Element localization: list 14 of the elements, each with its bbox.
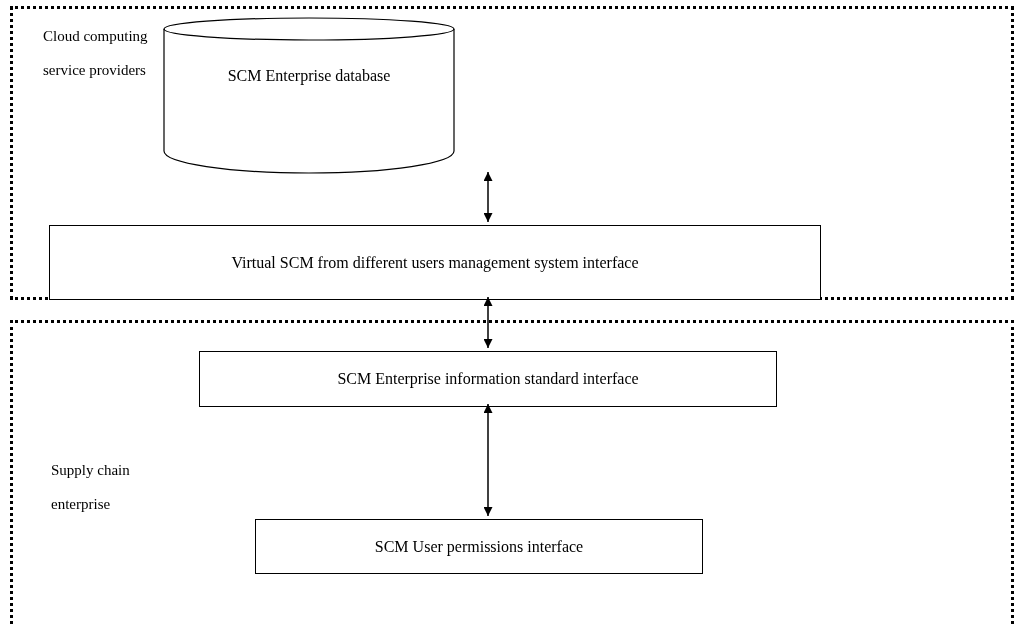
dotted-region xyxy=(10,6,1014,300)
box-label: SCM User permissions interface xyxy=(374,536,584,558)
dotted-region xyxy=(10,320,1014,626)
double-arrow xyxy=(483,171,493,223)
box-label: SCM Enterprise information standard interface xyxy=(337,369,639,390)
process-box xyxy=(49,225,821,300)
region-label: Supply chain enterprise xyxy=(51,461,131,514)
database-label: SCM Enterprise database xyxy=(227,66,391,87)
process-box xyxy=(199,351,777,407)
region-label: Cloud computing service providers xyxy=(43,27,149,80)
process-box xyxy=(255,519,703,574)
box-label: Virtual SCM from different users management system interface xyxy=(231,252,639,274)
double-arrow xyxy=(483,296,493,349)
double-arrow xyxy=(483,403,493,517)
